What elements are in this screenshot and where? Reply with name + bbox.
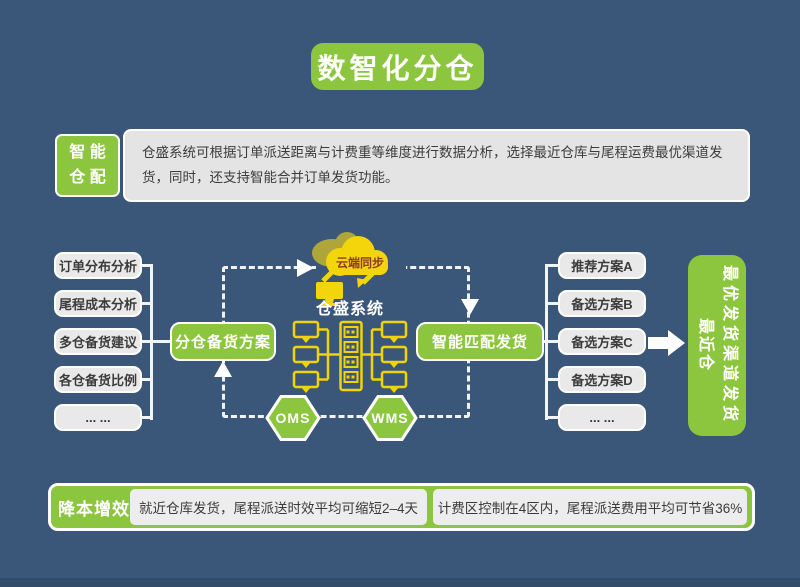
- left-bracket-stub: [138, 416, 153, 419]
- bottom-strip: [0, 578, 800, 587]
- hexagon-shape-icon: [265, 395, 321, 441]
- left-bracket-to-button-line: [150, 340, 176, 343]
- right-bracket-stub: [546, 340, 561, 343]
- oms-hexagon: OMS: [264, 392, 322, 444]
- footer-benefit-2: 计费区控制在4区内，尾程派送费用平均可节省36%: [433, 489, 747, 525]
- footer-benefit-1: 就近仓库发货，尾程派送时效平均可缩短2–4天: [130, 489, 427, 525]
- oms-label: OMS: [275, 410, 311, 426]
- left-bracket-stub: [138, 340, 153, 343]
- left-bracket-stub: [138, 302, 153, 305]
- smart-match-dispatch-button: 智能匹配发货: [416, 322, 544, 361]
- cloud-sync-label: 云端同步: [336, 255, 384, 270]
- intro-label-line2: 仓 配: [69, 168, 106, 186]
- left-item-order-distribution: 订单分布分析: [54, 252, 142, 279]
- left-item-lastmile-cost: 尾程成本分析: [54, 290, 142, 317]
- right-item-ellipsis: ... ...: [558, 404, 646, 431]
- hexagon-shape-icon: [362, 395, 418, 441]
- right-item-plan-a: 推荐方案A: [558, 252, 646, 279]
- right-item-plan-b: 备选方案B: [558, 290, 646, 317]
- intro-description-text: 仓盛系统可根据订单派送距离与计费重等维度进行数据分析，选择最近仓库与尾程运费最优…: [142, 145, 723, 185]
- right-bracket-stub: [546, 416, 561, 419]
- system-name-label: 仓盛系统: [315, 301, 384, 318]
- flow-arrow-down-icon: [461, 299, 479, 315]
- right-bracket-stub: [546, 378, 561, 381]
- intro-label-line1: 智 能: [69, 143, 106, 161]
- left-item-multiwarehouse-advice: 多仓备货建议: [54, 328, 142, 355]
- wms-hexagon: WMS: [361, 392, 419, 444]
- intro-description-box: 仓盛系统可根据订单派送距离与计费重等维度进行数据分析，选择最近仓库与尾程运费最优…: [123, 129, 750, 202]
- page-title: 数智化分仓: [311, 43, 484, 90]
- flow-arrow-right-icon: [297, 259, 314, 277]
- left-item-stock-ratio: 各仓备货比例: [54, 366, 142, 393]
- warehouse-stock-plan-button: 分仓备货方案: [170, 322, 276, 361]
- button-to-right-bracket-line: [540, 340, 548, 343]
- result-text-optimal-channel: 最优发货渠道发货: [721, 264, 738, 425]
- left-bracket-stub: [138, 264, 153, 267]
- intro-label-badge: 智 能 仓 配: [55, 134, 120, 197]
- footer-label: 降本增效: [58, 500, 130, 519]
- cloud-sync-icon: 云端同步: [312, 232, 388, 306]
- wms-label: WMS: [371, 410, 409, 426]
- server-network-icon: [292, 320, 408, 393]
- right-bracket-stub: [546, 302, 561, 305]
- result-block-arrow-icon: [648, 330, 685, 356]
- right-item-plan-c: 备选方案C: [558, 328, 646, 355]
- flow-arrow-up-icon: [214, 361, 232, 377]
- left-bracket-stub: [138, 378, 153, 381]
- result-text-nearest-warehouse: 最近仓: [697, 317, 714, 372]
- result-box: [688, 255, 746, 436]
- right-item-plan-d: 备选方案D: [558, 366, 646, 393]
- left-item-ellipsis: ... ...: [54, 404, 142, 431]
- right-bracket-stub: [546, 264, 561, 267]
